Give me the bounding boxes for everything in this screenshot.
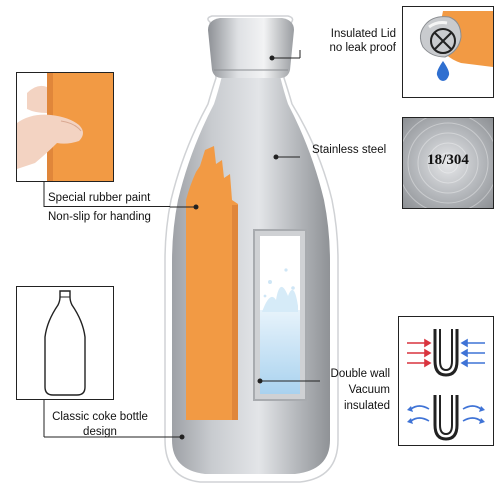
shape-label-line1: Classic coke bottle bbox=[52, 411, 148, 423]
rubber-paint-area bbox=[186, 146, 238, 420]
steel-label: Stainless steel bbox=[312, 144, 387, 156]
lid-detail-box bbox=[402, 6, 494, 98]
wall-label: Double wall Vacuum insulated bbox=[300, 366, 390, 414]
bottle-shape-box bbox=[16, 286, 114, 400]
double-wall-icon bbox=[407, 329, 485, 441]
steel-detail-box: 18/304 bbox=[402, 117, 494, 209]
bottle-outline-icon bbox=[44, 290, 86, 396]
lid-label: Insulated Lid no leak proof bbox=[300, 27, 397, 55]
paint-label-line2: Non-slip for handing bbox=[48, 211, 151, 223]
wall-label-line3: insulated bbox=[343, 400, 390, 412]
bottle-cap bbox=[208, 18, 294, 78]
paint-label-rule bbox=[44, 206, 170, 207]
paint-label-line1: Special rubber paint bbox=[48, 192, 151, 204]
steel-texture-icon bbox=[403, 118, 493, 208]
hand-grip-photo bbox=[16, 72, 114, 182]
hand-icon bbox=[17, 73, 113, 181]
wall-detail-box bbox=[398, 316, 494, 446]
wall-label-line2: Vacuum bbox=[348, 384, 390, 396]
shape-label-line2: design bbox=[83, 426, 117, 438]
paint-label: Special rubber paint Non-slip for handin… bbox=[48, 189, 151, 227]
steel-grade: 18/304 bbox=[427, 152, 469, 168]
shape-label: Classic coke bottle design bbox=[44, 410, 156, 440]
vacuum-icon bbox=[407, 395, 485, 441]
lid-label-line1: Insulated Lid bbox=[330, 28, 396, 40]
no-leak-icon bbox=[419, 11, 493, 81]
water-drop-icon bbox=[436, 61, 450, 81]
lid-label-line2: no leak proof bbox=[329, 42, 397, 54]
wall-label-line1: Double wall bbox=[330, 368, 390, 380]
water-fill bbox=[260, 310, 300, 394]
